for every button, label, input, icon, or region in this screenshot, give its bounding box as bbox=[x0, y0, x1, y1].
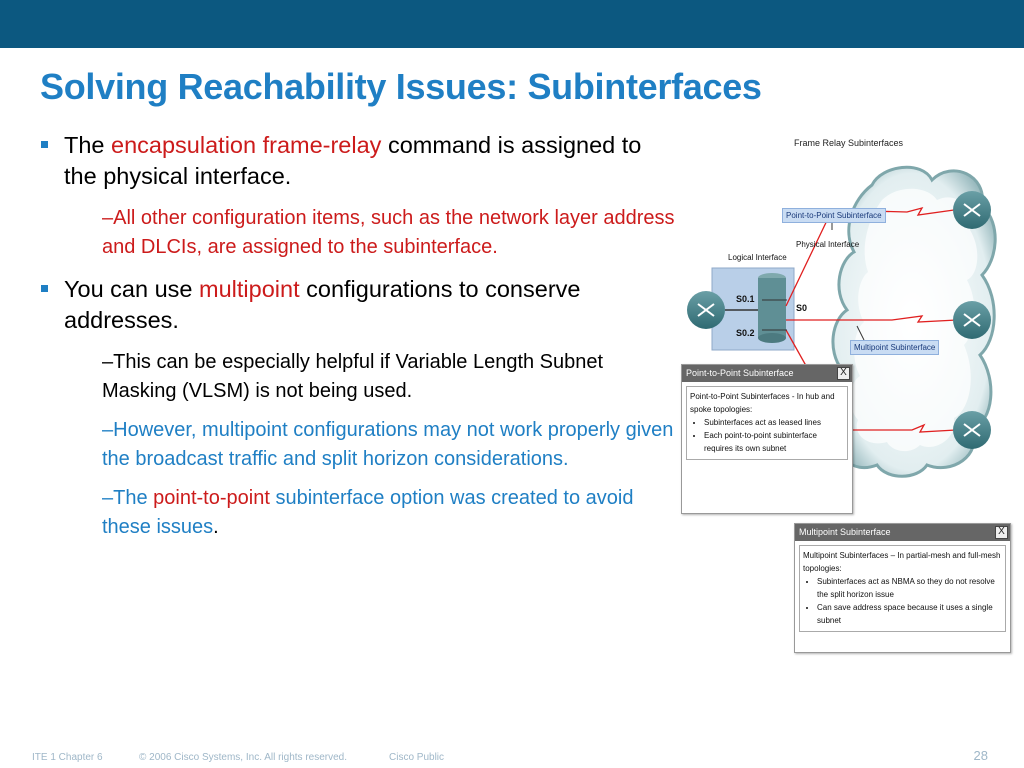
close-icon[interactable]: X bbox=[837, 367, 850, 380]
popup-intro: Point-to-Point Subinterfaces - In hub an… bbox=[690, 392, 835, 414]
slide-body: The encapsulation frame-relay command is… bbox=[36, 130, 676, 552]
sub-bullet-highlight: point-to-point bbox=[153, 487, 270, 509]
list-item: Each point-to-point subinterface require… bbox=[704, 429, 844, 455]
sub-bullet-point-to-point: –The point-to-point subinterface option … bbox=[102, 484, 676, 542]
bullet-highlight: encapsulation frame-relay bbox=[111, 132, 382, 158]
sub-bullet-text: subinterface option was created to avoid… bbox=[102, 487, 634, 538]
router-bottom-right-icon bbox=[953, 411, 991, 449]
sub-bullet-period: . bbox=[213, 516, 219, 538]
bullet-text: You can use bbox=[64, 276, 200, 302]
callout-multipoint[interactable]: Multipoint Subinterface bbox=[850, 340, 940, 355]
list-item: Can save address space because it uses a… bbox=[817, 601, 1002, 627]
bullet-text: command is assigned to the physical inte… bbox=[64, 132, 642, 189]
page-number: 28 bbox=[973, 748, 988, 763]
s0-label: S0 bbox=[796, 303, 808, 313]
slide-title: Solving Reachability Issues: Subinterfac… bbox=[40, 66, 762, 107]
router-mid-right-icon bbox=[953, 301, 991, 339]
footer-chapter: ITE 1 Chapter 6 bbox=[32, 752, 103, 763]
popup-intro: Multipoint Subinterfaces – In partial-me… bbox=[803, 551, 1001, 573]
popup-body: Point-to-Point Subinterfaces - In hub an… bbox=[686, 386, 848, 460]
s02-label: S0.2 bbox=[736, 328, 755, 338]
bullet-marker bbox=[41, 285, 48, 292]
sub-bullet-config-items: –All other configuration items, such as … bbox=[102, 207, 675, 258]
router-top-right-icon bbox=[953, 191, 991, 229]
popup-header: Point-to-Point Subinterface X bbox=[682, 365, 852, 382]
physical-interface-label: Physical Interface bbox=[796, 240, 860, 249]
sub-bullet-multipoint-issues: –However, multipoint configurations may … bbox=[102, 419, 674, 470]
s01-label: S0.1 bbox=[736, 294, 755, 304]
bullet-text: The bbox=[64, 132, 112, 158]
bullet-marker bbox=[41, 141, 48, 148]
popup-body: Multipoint Subinterfaces – In partial-me… bbox=[799, 545, 1006, 632]
diagram-title: Frame Relay Subinterfaces bbox=[794, 138, 904, 148]
footer-copyright: © 2006 Cisco Systems, Inc. All rights re… bbox=[139, 752, 348, 763]
popup-point-to-point: Point-to-Point Subinterface X Point-to-P… bbox=[681, 364, 853, 514]
bullet-multipoint: You can use multipoint configurations to… bbox=[36, 274, 676, 336]
popup-header: Multipoint Subinterface X bbox=[795, 524, 1010, 541]
sub-bullet-text: –The bbox=[102, 487, 154, 509]
popup-title: Multipoint Subinterface bbox=[799, 527, 891, 537]
top-bar bbox=[0, 0, 1024, 48]
bullet-highlight: multipoint bbox=[199, 276, 300, 302]
bullet-text: configurations to conserve addresses. bbox=[64, 276, 581, 333]
popup-multipoint: Multipoint Subinterface X Multipoint Sub… bbox=[794, 523, 1011, 653]
list-item: Subinterfaces act as NBMA so they do not… bbox=[817, 575, 1002, 601]
close-icon[interactable]: X bbox=[995, 526, 1008, 539]
bullet-encapsulation: The encapsulation frame-relay command is… bbox=[36, 130, 676, 192]
logical-interface-label: Logical Interface bbox=[728, 253, 787, 262]
diagram-graphic bbox=[687, 165, 997, 478]
sub-bullet-vlsm: –This can be especially helpful if Varia… bbox=[102, 351, 604, 402]
popup-title: Point-to-Point Subinterface bbox=[686, 368, 794, 378]
footer-classification: Cisco Public bbox=[389, 752, 445, 763]
list-item: Subinterfaces act as leased lines bbox=[704, 416, 844, 429]
callout-point-to-point[interactable]: Point-to-Point Subinterface bbox=[782, 208, 886, 223]
